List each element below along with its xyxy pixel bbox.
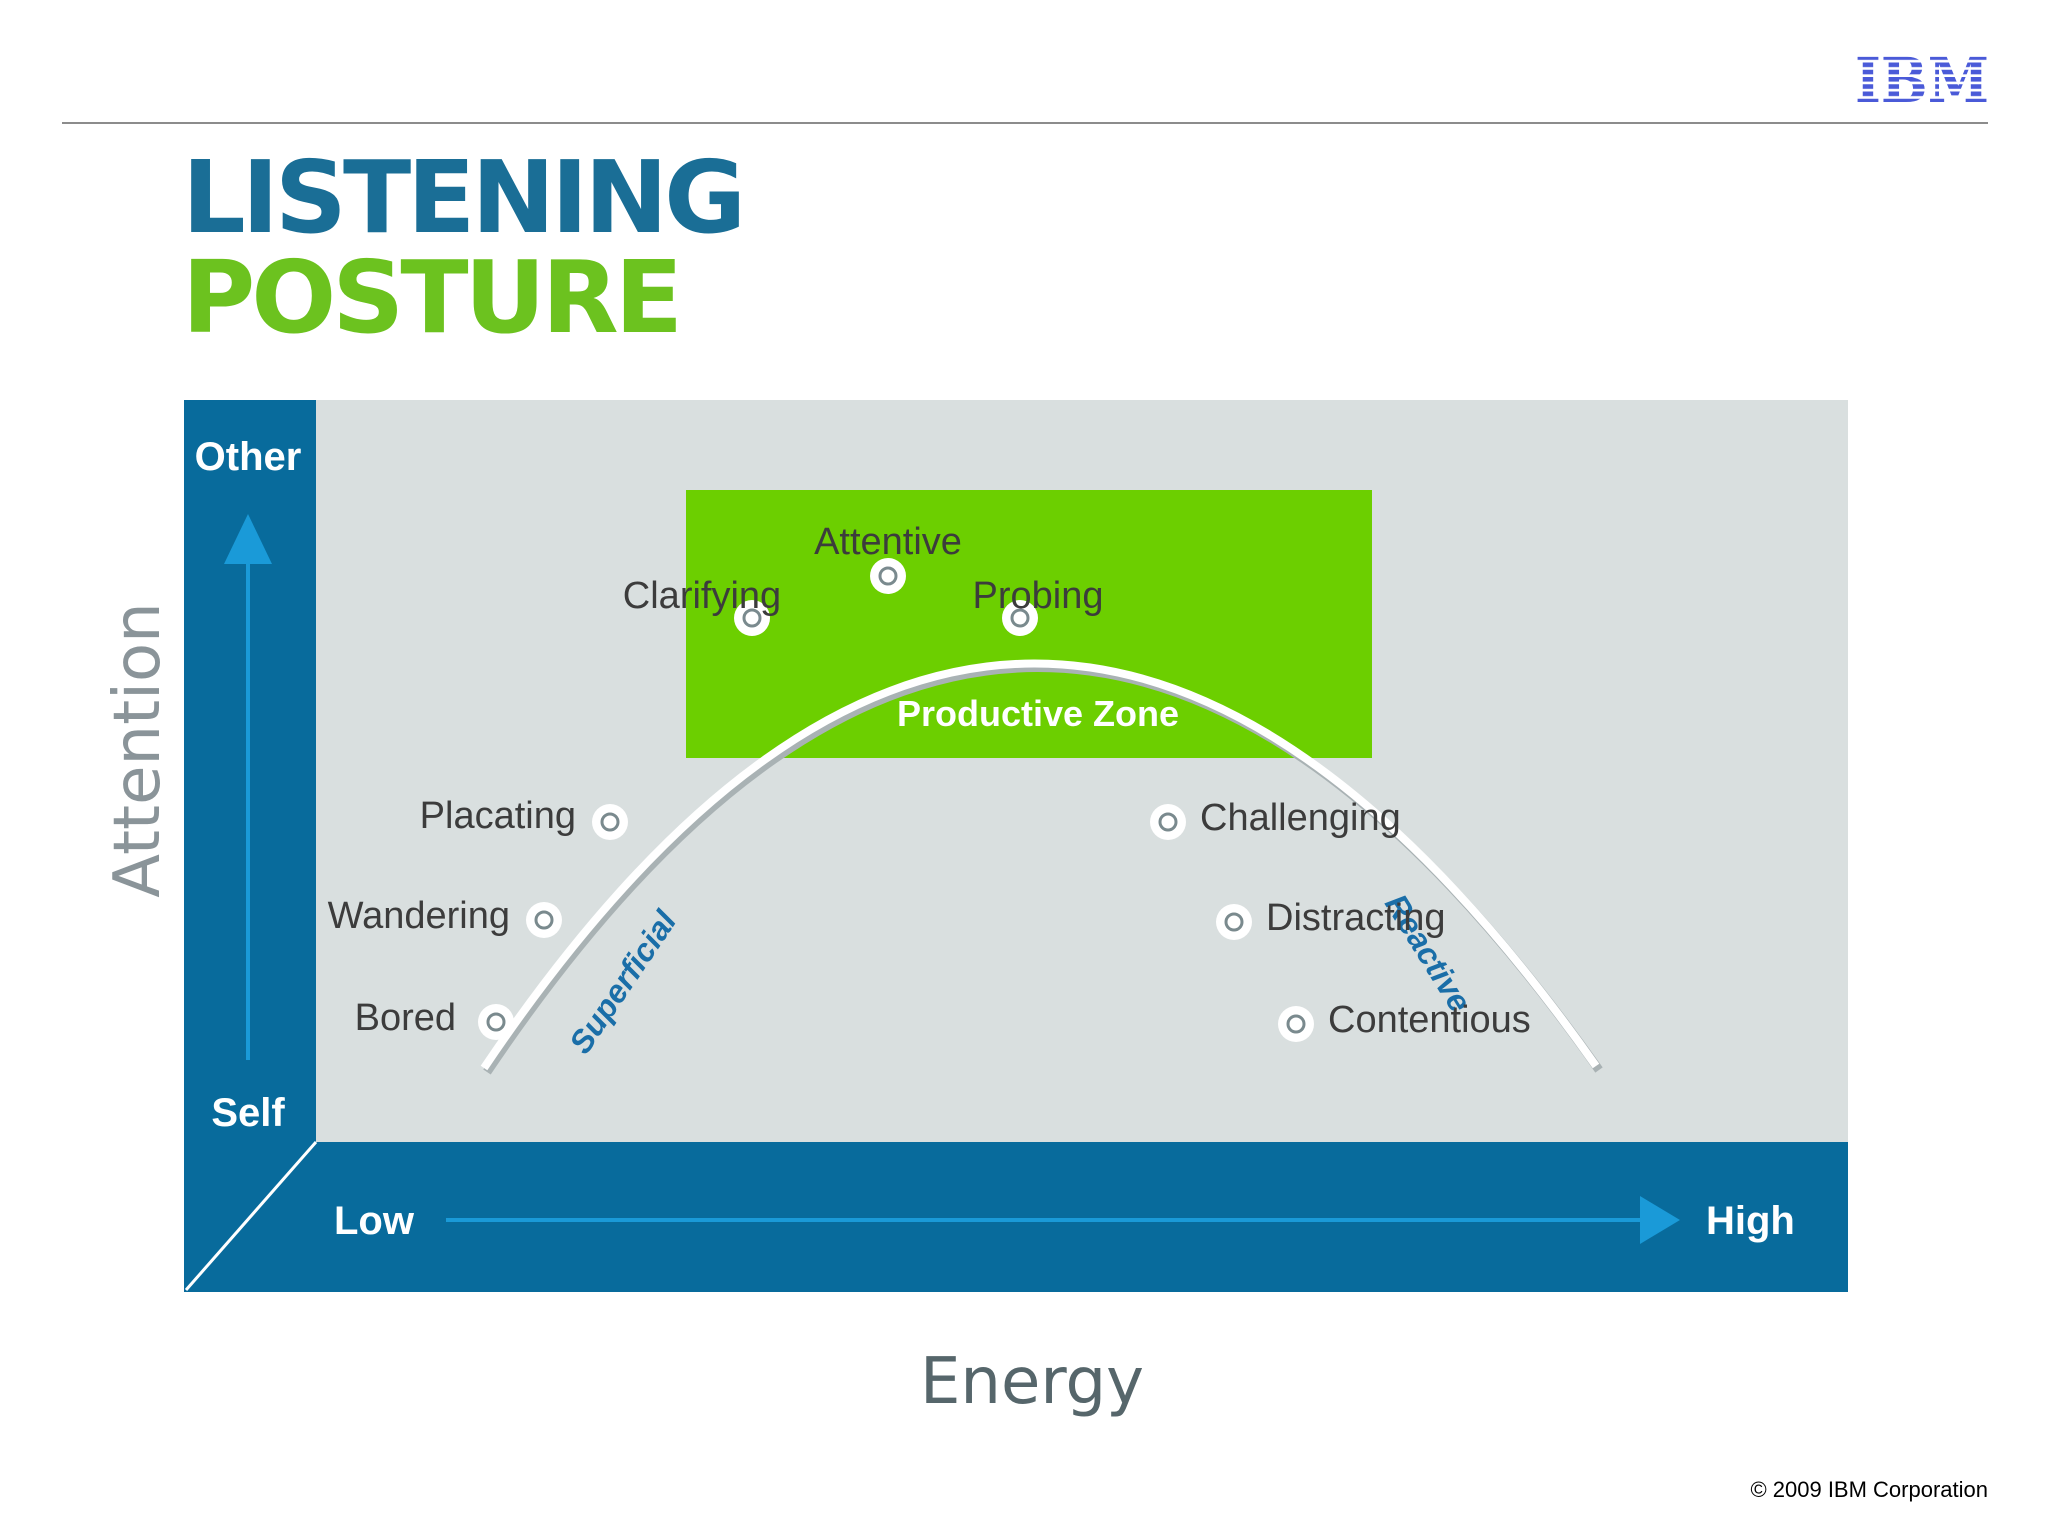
header-rule [62,122,1988,124]
posture-label-clarifying: Clarifying [623,575,781,617]
posture-marker-probing [1002,600,1038,636]
title-line-2: POSTURE [182,239,683,356]
posture-marker-distracting [1216,904,1252,940]
posture-marker-placating [592,804,628,840]
posture-marker-challenging [1150,804,1186,840]
posture-label-attentive: Attentive [814,521,962,563]
posture-label-placating: Placating [420,795,576,837]
posture-label-bored: Bored [355,997,456,1039]
posture-curve [480,659,1600,1071]
posture-marker-contentious [1278,1006,1314,1042]
y-axis-arrow-head [224,514,272,564]
y-axis-bottom-label: Self [211,1091,285,1135]
posture-marker-bored [478,1004,514,1040]
productive-zone-label: Productive Zone [897,693,1179,734]
posture-marker-clarifying [734,600,770,636]
title-line-1: LISTENING [182,139,746,256]
listening-posture-diagram: Other Self Low High Productive Zone Supe… [184,400,1848,1292]
corner-diagonal [184,1141,318,1291]
y-axis-title: Attention [101,602,175,898]
x-axis-band [184,1142,1848,1292]
x-axis-low-label: Low [334,1199,415,1243]
posture-label-wandering: Wandering [328,895,510,937]
posture-marker-wandering [526,902,562,938]
posture-label-probing: Probing [973,575,1104,617]
x-axis-high-label: High [1706,1199,1795,1243]
y-axis-top-label: Other [195,435,302,479]
posture-labels: Bored Wandering Placating Clarifying Attenti… [328,521,1531,1041]
copyright: © 2009 IBM Corporation [1750,1477,1988,1502]
ibm-logo: IBM [1855,48,1989,106]
svg-text:IBM: IBM [1855,48,1989,106]
x-axis-title: Energy [919,1345,1145,1419]
posture-label-contentious: Contentious [1328,999,1531,1041]
x-axis-arrow-head [1640,1196,1680,1244]
posture-label-distracting: Distracting [1266,897,1446,939]
posture-markers [478,558,1314,1042]
posture-marker-attentive [870,558,906,594]
posture-label-challenging: Challenging [1200,797,1401,839]
